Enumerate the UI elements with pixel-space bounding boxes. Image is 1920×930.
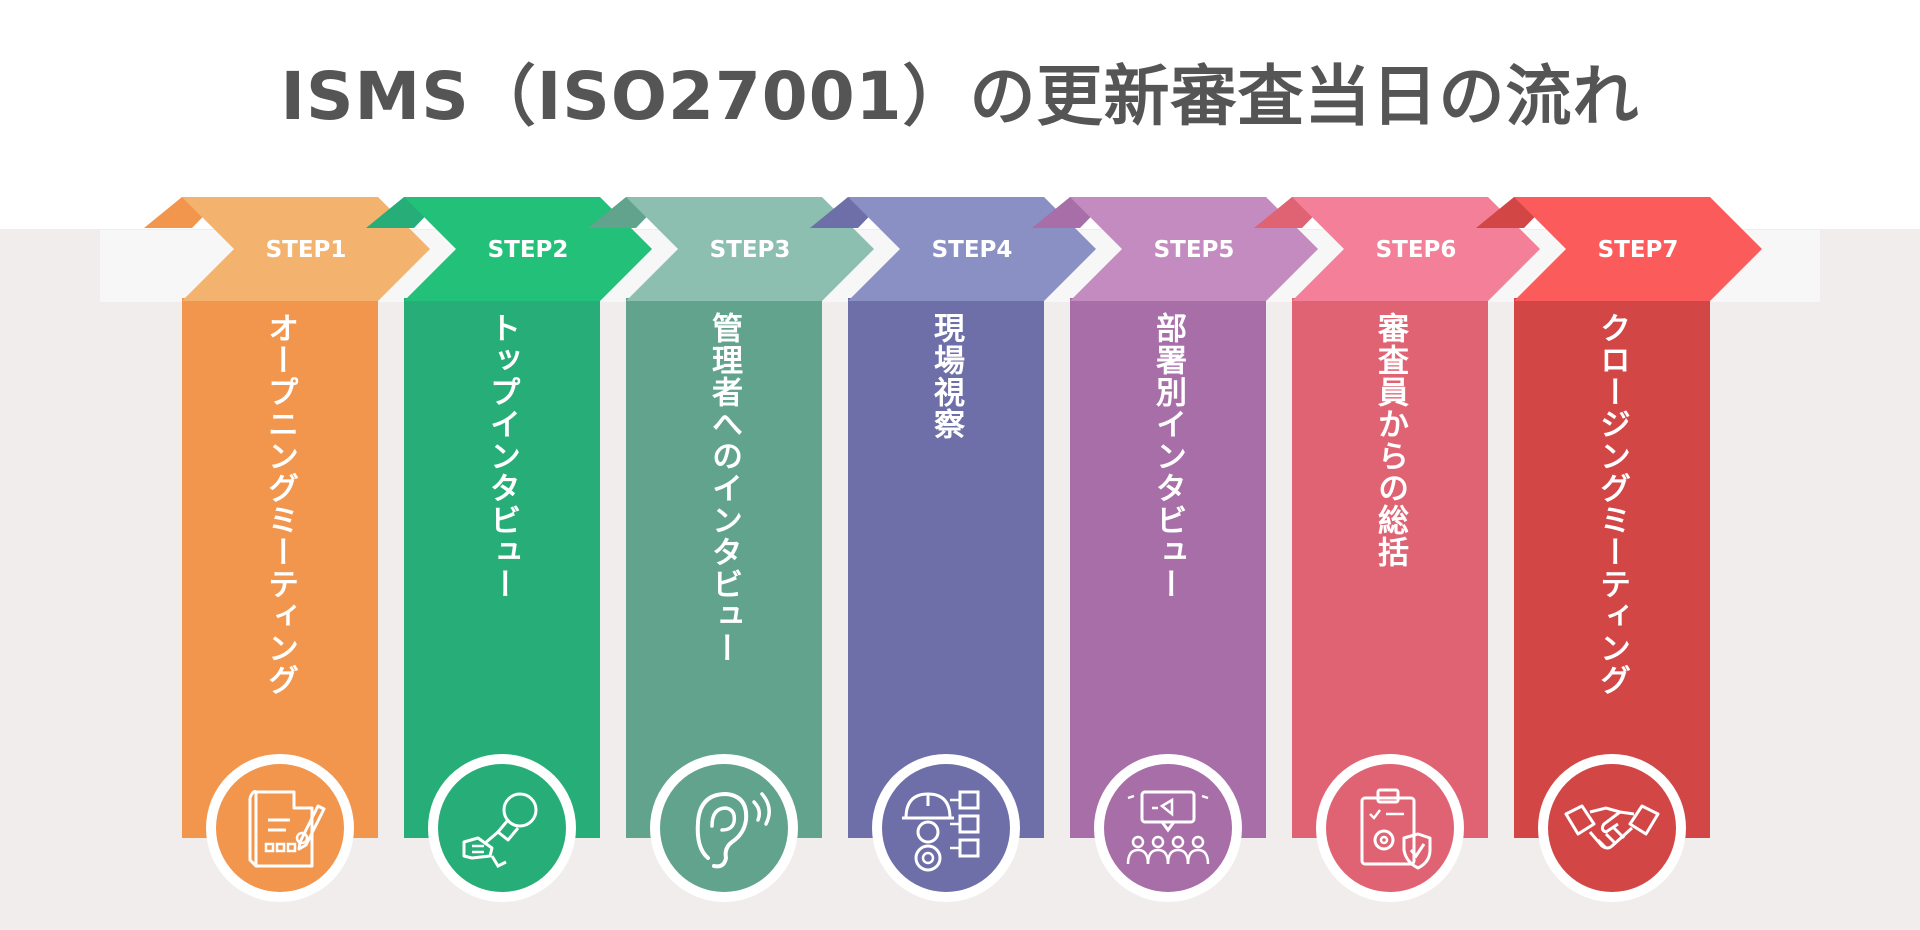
step-chevron xyxy=(1292,197,1540,301)
step-4: STEP4 xyxy=(810,197,1096,902)
step-chevron xyxy=(1070,197,1318,301)
step-3: STEP3 xyxy=(588,197,874,902)
step-column xyxy=(1292,298,1488,838)
step-number: STEP3 xyxy=(710,237,791,263)
step-number: STEP1 xyxy=(266,237,347,263)
step-number: STEP4 xyxy=(932,237,1013,263)
step-6: STEP6 xyxy=(1254,197,1540,902)
icon-disc xyxy=(1326,764,1454,892)
step-title: 管理者へのインタビュー xyxy=(706,312,742,664)
step-5: STEP5 xyxy=(1032,197,1318,902)
step-chevron xyxy=(848,197,1096,301)
step-column xyxy=(404,298,600,838)
step-number: STEP6 xyxy=(1376,237,1457,263)
icon-disc xyxy=(882,764,1010,892)
step-column xyxy=(1070,298,1266,838)
step-chevron xyxy=(404,197,652,301)
step-title: クロージングミーティング xyxy=(1594,312,1630,696)
step-column xyxy=(626,298,822,838)
step-title: トップインタビュー xyxy=(484,312,520,600)
step-chevron xyxy=(182,197,430,301)
step-number: STEP5 xyxy=(1154,237,1235,263)
step-7: STEP7 xyxy=(1476,197,1762,902)
step-title: 部署別インタビュー xyxy=(1150,312,1186,600)
step-chevron xyxy=(1514,197,1762,301)
step-title: 現場視察 xyxy=(928,312,964,440)
step-column xyxy=(1514,298,1710,838)
step-number: STEP2 xyxy=(488,237,569,263)
step-column xyxy=(182,298,378,838)
step-title: 審査員からの総括 xyxy=(1372,312,1408,568)
step-title: オープニングミーティング xyxy=(262,312,298,696)
step-1: STEP1 xyxy=(144,197,430,902)
step-chevron xyxy=(626,197,874,301)
page-title: ISMS（ISO27001）の更新審査当日の流れ xyxy=(280,58,1640,135)
step-column xyxy=(848,298,1044,838)
icon-disc xyxy=(216,764,344,892)
step-number: STEP7 xyxy=(1598,237,1679,263)
icon-disc xyxy=(660,764,788,892)
step-2: STEP2 xyxy=(366,197,652,902)
